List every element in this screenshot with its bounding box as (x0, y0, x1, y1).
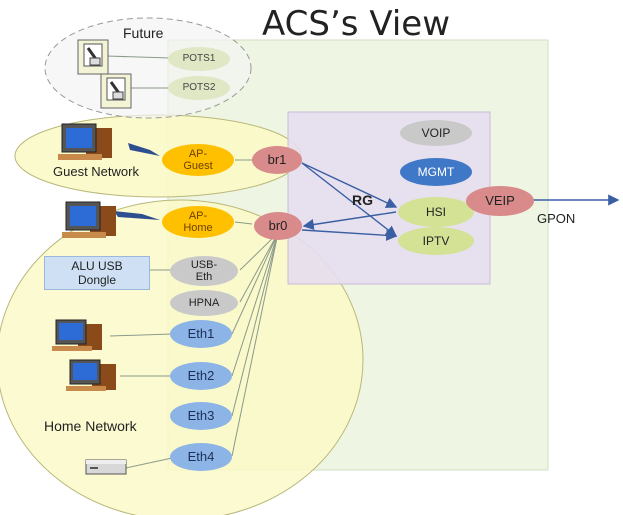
computer-icon (66, 360, 116, 391)
guest-network-label: Guest Network (53, 164, 139, 179)
mgmt-node: MGMT (400, 158, 472, 186)
ap-home-line1: AP- (189, 210, 207, 222)
pots1-node: POTS1 (168, 47, 230, 71)
usb-eth-line2: Eth (196, 271, 213, 283)
voip-node: VOIP (400, 120, 472, 146)
diagram-title: ACS’s View (262, 4, 450, 44)
eth2-node: Eth2 (170, 362, 232, 390)
usb-eth-line1: USB- (191, 259, 217, 271)
pots2-node: POTS2 (168, 76, 230, 100)
eth3-node: Eth3 (170, 402, 232, 430)
rg-label: RG (352, 192, 373, 208)
veip-node: VEIP (466, 186, 534, 216)
usb-eth-node: USB- Eth (170, 256, 238, 286)
ap-guest-line1: AP- (189, 148, 207, 160)
br1-node: br1 (252, 146, 302, 174)
eth1-node: Eth1 (170, 320, 232, 348)
computer-icon (62, 202, 116, 238)
ap-home-line2: Home (183, 222, 212, 234)
computer-icon (52, 320, 102, 351)
iptv-node: IPTV (398, 227, 474, 255)
ap-home-node: AP- Home (162, 206, 234, 238)
ap-guest-node: AP- Guest (162, 144, 234, 176)
hsi-node: HSI (398, 197, 474, 227)
alu-usb-dongle: ALU USB Dongle (44, 256, 150, 290)
dongle-label-line2: Dongle (78, 273, 116, 287)
home-network-label: Home Network (44, 418, 137, 434)
phone-icon (78, 40, 108, 74)
eth4-node: Eth4 (170, 443, 232, 471)
phone-icon (101, 74, 131, 108)
network-device-icon (86, 460, 126, 474)
dongle-label-line1: ALU USB (71, 259, 122, 273)
gpon-label: GPON (537, 211, 575, 226)
br0-node: br0 (254, 212, 302, 240)
hpna-node: HPNA (170, 290, 238, 316)
ap-guest-line2: Guest (183, 160, 212, 172)
future-label: Future (123, 25, 163, 41)
computer-icon (58, 124, 112, 160)
